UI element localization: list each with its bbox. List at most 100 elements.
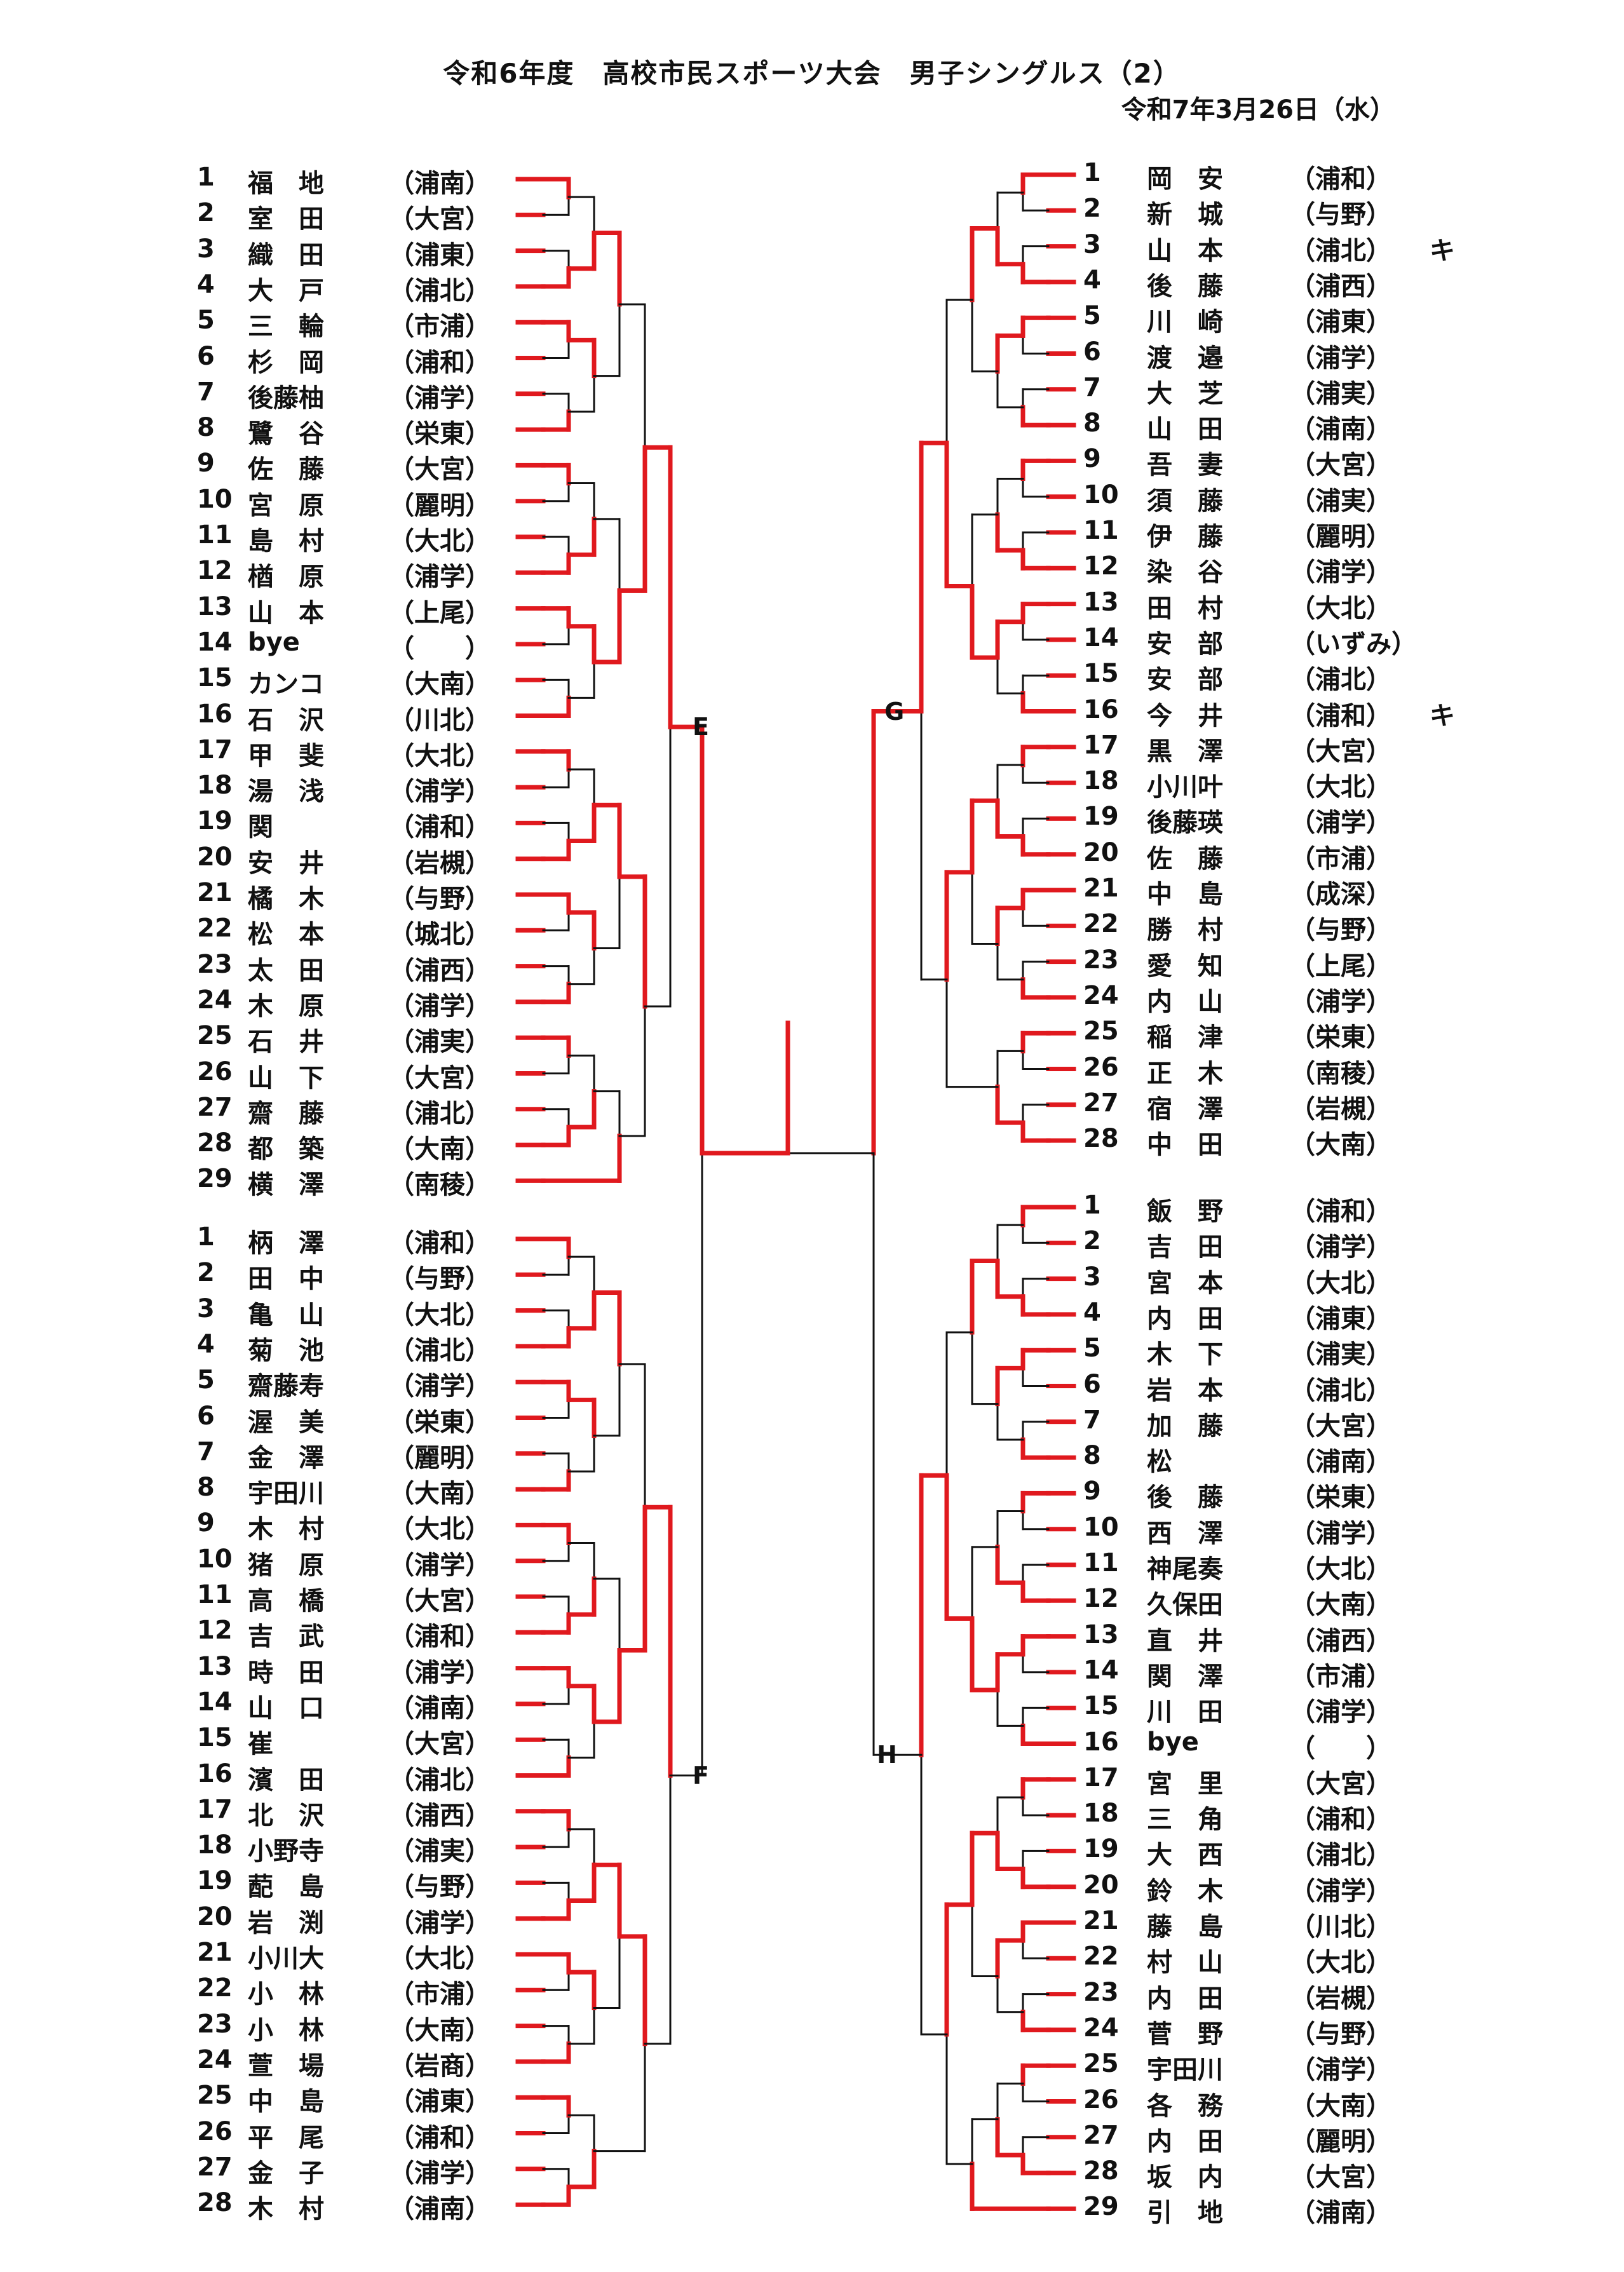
entry-name: 小川叶 — [1147, 773, 1223, 802]
entry-school: （浦和） — [1290, 701, 1391, 731]
entry-number: 4 — [197, 1329, 215, 1359]
entry-name: 甲 斐 — [248, 741, 324, 771]
entry-school: （大宮） — [1290, 450, 1391, 480]
entry-school: （浦学） — [1290, 1876, 1391, 1906]
entry-school: （大南） — [389, 2015, 491, 2045]
entry-number: 1 — [197, 1222, 215, 1252]
entry-name: 蓜 島 — [248, 1872, 324, 1902]
block-label-e: E — [693, 713, 709, 741]
entry-number: 21 — [1083, 874, 1119, 903]
entry-number: 22 — [1083, 909, 1119, 939]
entry-name: 今 井 — [1147, 701, 1223, 731]
entry-school: （浦和） — [1290, 165, 1391, 194]
block-label-h: H — [877, 1741, 897, 1769]
entry-number: 8 — [197, 413, 215, 443]
entry-number: 16 — [197, 1759, 233, 1789]
entry-number: 4 — [197, 269, 215, 299]
entry-school: （浦学） — [1290, 343, 1391, 373]
entry-number: 27 — [197, 1092, 233, 1122]
entry-school: （大宮） — [389, 1729, 491, 1759]
entry-school: （栄東） — [389, 1407, 491, 1437]
entry-number: 28 — [1083, 1124, 1119, 1154]
entry-number: 19 — [1083, 1834, 1119, 1864]
entry-school: （与野） — [1290, 916, 1391, 945]
entry-number: 13 — [197, 592, 233, 621]
entry-number: 10 — [197, 484, 233, 514]
entry-name: 北 沢 — [248, 1801, 324, 1830]
entry-number: 14 — [197, 627, 233, 657]
entry-number: 4 — [1083, 1297, 1101, 1327]
entry-number: 5 — [1083, 301, 1101, 331]
block-label-f: F — [693, 1761, 709, 1790]
entry-school: （浦実） — [389, 1027, 491, 1057]
entry-number: 14 — [1083, 1655, 1119, 1685]
entry-name: 関 澤 — [1147, 1661, 1223, 1691]
entry-number: 23 — [197, 949, 233, 979]
entry-school: （麗明） — [389, 490, 491, 520]
entry-name: 新 城 — [1147, 200, 1223, 230]
entry-number: 2 — [1083, 194, 1101, 224]
entry-school: （浦実） — [1290, 379, 1391, 409]
entry-name: カンコ — [248, 670, 324, 700]
entry-number: 9 — [1083, 444, 1101, 474]
entry-number: 23 — [1083, 1977, 1119, 2007]
entry-name: 宮 里 — [1147, 1769, 1223, 1799]
entry-number: 11 — [1083, 1548, 1119, 1578]
entry-school: （浦和） — [389, 813, 491, 842]
entry-number: 3 — [1083, 1262, 1101, 1292]
entry-name: 田 村 — [1147, 593, 1223, 623]
entry-school: （大南） — [389, 1135, 491, 1165]
entry-number: 18 — [197, 771, 233, 801]
entry-name: 木 村 — [248, 1515, 324, 1545]
entry-number: 3 — [197, 234, 215, 264]
entry-name: 稲 津 — [1147, 1023, 1223, 1053]
entry-school: （浦和） — [1290, 1805, 1391, 1835]
entry-name: 中 島 — [248, 2087, 324, 2117]
entry-number: 24 — [1083, 2013, 1119, 2043]
entry-number: 5 — [1083, 1334, 1101, 1363]
entry-name: 小野寺 — [248, 1837, 324, 1867]
entry-school: （大北） — [389, 1300, 491, 1330]
entry-school: （岩槻） — [389, 848, 491, 878]
entry-name: 大 西 — [1147, 1841, 1223, 1870]
entry-number: 22 — [1083, 1942, 1119, 1971]
entry-number: 16 — [1083, 1727, 1119, 1757]
entry-number: 20 — [197, 1902, 233, 1931]
entry-number: 24 — [1083, 980, 1119, 1010]
entry-school: （浦実） — [1290, 1340, 1391, 1370]
entry-name: 平 尾 — [248, 2123, 324, 2153]
entry-name: 宮 本 — [1147, 1268, 1223, 1298]
entry-school: （浦学） — [389, 991, 491, 1021]
entry-school: （大宮） — [389, 1063, 491, 1093]
entry-number: 15 — [1083, 1691, 1119, 1721]
entry-number: 12 — [197, 1616, 233, 1646]
entry-name: 橘 木 — [248, 884, 324, 914]
entry-school: （麗明） — [1290, 522, 1391, 551]
